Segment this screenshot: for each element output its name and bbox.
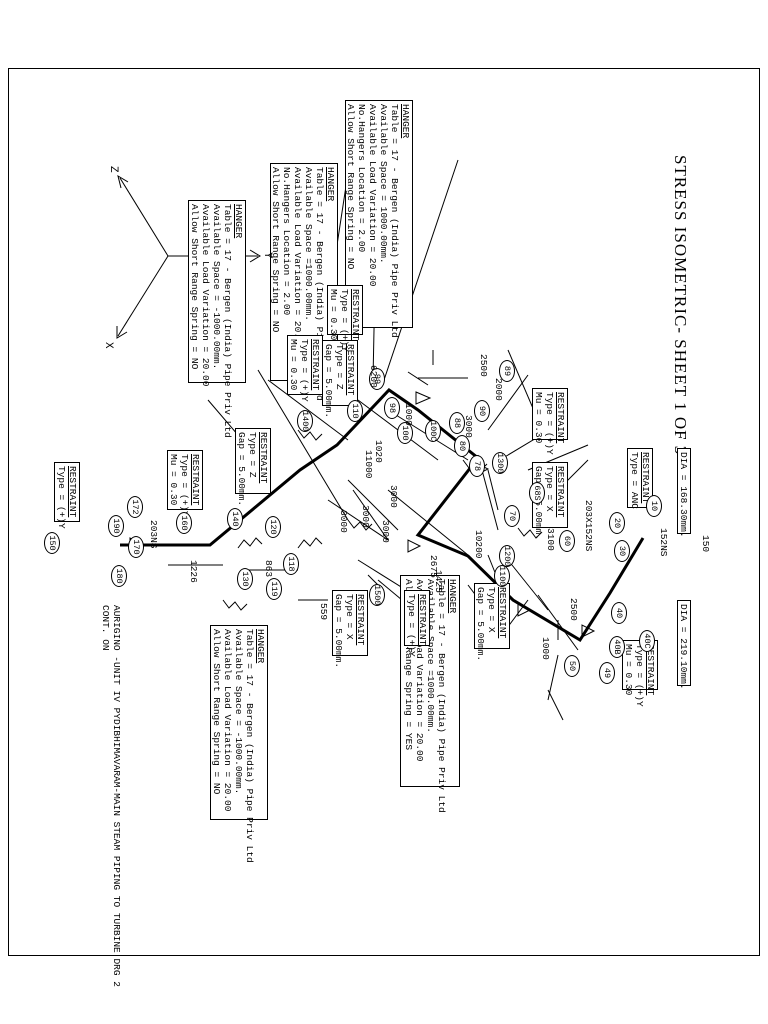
node-marker: 60 — [559, 530, 575, 552]
node-marker: 70 — [504, 505, 520, 527]
cont-on-label: CONT. ON — [100, 605, 111, 651]
node-marker: 190 — [108, 515, 124, 537]
x-axis-line — [117, 255, 169, 337]
node-marker: 80 — [454, 435, 470, 457]
node-marker: 1300 — [492, 452, 508, 474]
node-marker: 49 — [599, 662, 615, 684]
support-triangle — [407, 539, 422, 553]
node-marker: 98 — [384, 397, 400, 419]
support-triangle — [517, 603, 532, 617]
support-triangle — [415, 391, 432, 405]
x-axis-label: X — [102, 342, 114, 349]
dimension-label: 2500 — [568, 598, 579, 621]
z-axis-label: Z — [107, 166, 119, 173]
dimension-label: 11000 — [363, 450, 374, 479]
dimension-label: 3000 — [380, 520, 391, 543]
hanger-box: HANGER Table = 17 - Bergen (India) Pipe … — [210, 625, 268, 863]
dimension-label: 1020 — [373, 440, 384, 463]
dimension-label: 2000 — [493, 378, 504, 401]
dimension-label: 3000 — [360, 505, 371, 528]
dimension-label: 10200 — [473, 530, 484, 559]
y-axis-label: Y — [261, 252, 273, 259]
hanger-box: HANGER Table = 17 - Bergen (India) Pipe … — [188, 200, 246, 438]
spring-symbol — [347, 519, 373, 531]
dimension-label: 1425 — [433, 570, 444, 593]
dimension-label: 2500 — [478, 354, 489, 377]
node-marker: 1500 — [369, 584, 385, 606]
support-triangle — [581, 624, 596, 638]
node-marker: 130 — [237, 568, 253, 590]
node-marker: 170 — [128, 536, 144, 558]
dimension-label: 3000 — [463, 415, 474, 438]
node-marker: 110 — [347, 400, 363, 422]
dimension-label: 6200 — [368, 365, 379, 388]
node-marker: 40C — [639, 630, 655, 652]
spring-symbol — [517, 527, 543, 539]
node-marker: 1400 — [297, 410, 313, 432]
z-axis-line — [119, 177, 169, 257]
dimension-label: 3100 — [545, 528, 556, 551]
node-marker: 10 — [646, 495, 662, 517]
node-marker: 119 — [266, 578, 282, 600]
node-marker: 140 — [227, 508, 243, 530]
dimension-label: 1000 — [540, 637, 551, 660]
cont-on-description: AURIGINO -UNIT IV PYDIBHIMAVARAM-MAIN ST… — [111, 605, 122, 987]
z-axis-arrow — [117, 174, 129, 189]
dimension-label: 150 — [700, 535, 711, 553]
node-marker: 160 — [176, 512, 192, 534]
spring-symbol — [297, 429, 323, 441]
node-marker: 180 — [111, 565, 127, 587]
node-marker: 68S — [529, 482, 545, 504]
dimension-label: 559 — [318, 603, 329, 621]
node-marker: 120 — [265, 516, 281, 538]
node-marker: 1100 — [494, 565, 510, 587]
size-label: 203NS — [148, 520, 159, 549]
dimension-label: 1226 — [188, 560, 199, 583]
node-marker: 90 — [474, 400, 490, 422]
node-marker: 40 — [611, 602, 627, 624]
x-axis-arrow — [116, 326, 128, 339]
node-marker: 150 — [44, 532, 60, 554]
node-marker: 118 — [283, 553, 299, 575]
node-marker: 172 — [127, 496, 143, 518]
dia-label: DIA = 168.30mm. — [677, 448, 691, 538]
spring-symbol — [297, 537, 323, 549]
spring-symbol — [222, 599, 248, 611]
dimension-label: 3000 — [338, 510, 349, 533]
node-marker: 40B — [609, 636, 625, 658]
node-marker: 100C — [425, 420, 441, 442]
node-marker: 78 — [469, 455, 485, 477]
dimension-label: 863 — [263, 560, 274, 578]
node-marker: 1200 — [499, 545, 515, 567]
dimension-label: 1000 — [403, 403, 414, 426]
dia-label: DIA = 219.10mm. — [677, 600, 691, 690]
sheet-border — [8, 68, 760, 956]
size-label: 152NS — [658, 528, 669, 557]
node-marker: 30 — [614, 540, 630, 562]
spring-symbol — [237, 537, 263, 549]
dimension-label: 3000 — [388, 485, 399, 508]
node-marker: 50 — [564, 655, 580, 677]
y-axis-arrow — [249, 249, 261, 263]
size-label: 203X152NS — [583, 500, 594, 552]
node-marker: 20 — [609, 512, 625, 534]
